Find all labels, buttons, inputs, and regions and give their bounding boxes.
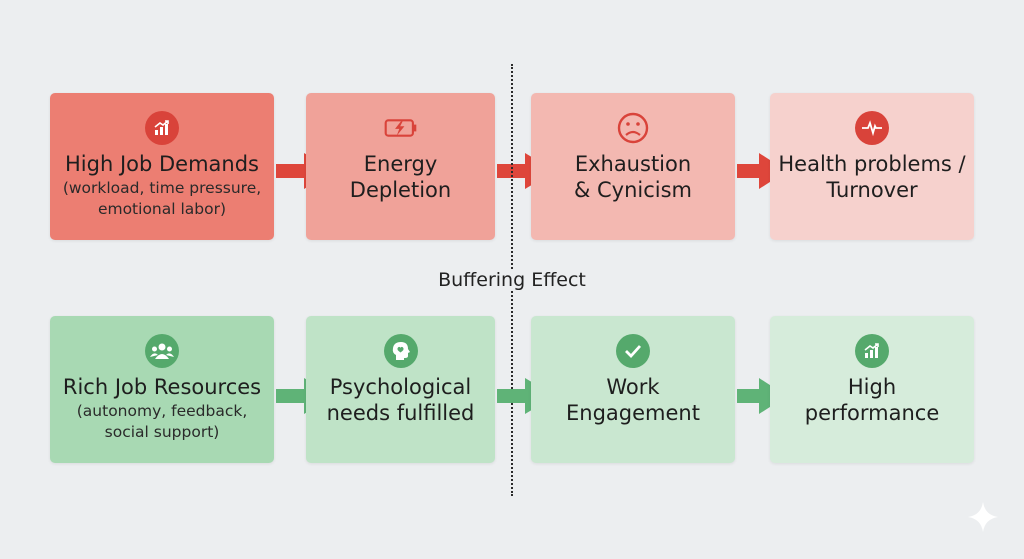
box-title: Health problems / Turnover xyxy=(778,152,966,202)
box-title: High performance xyxy=(804,375,940,425)
box-subtitle: (autonomy, feedback, social support) xyxy=(76,402,248,441)
box-title: Rich Job Resources xyxy=(62,375,262,399)
box-title: High Job Demands xyxy=(65,152,259,176)
box-title: Psychological needs fulfilled xyxy=(326,375,475,425)
box-title: Energy Depletion xyxy=(349,152,452,202)
exhaustion-cynicism-box: Exhaustion & Cynicism xyxy=(531,93,735,240)
head-heart-icon xyxy=(383,334,418,368)
sad-face-icon xyxy=(616,111,650,145)
work-engagement-box: Work Engagement xyxy=(531,316,735,463)
box-subtitle: (workload, time pressure, emotional labo… xyxy=(62,179,262,218)
rich-job-resources-box: Rich Job Resources (autonomy, feedback, … xyxy=(50,316,274,463)
energy-depletion-box: Energy Depletion xyxy=(306,93,495,240)
box-title: Exhaustion & Cynicism xyxy=(573,152,693,202)
battery-lightning-icon xyxy=(384,111,418,145)
box-title: Work Engagement xyxy=(566,375,700,425)
heartbeat-icon xyxy=(855,111,889,145)
chart-up-icon xyxy=(145,111,179,145)
health-turnover-box: Health problems / Turnover xyxy=(770,93,974,240)
high-job-demands-box: High Job Demands (workload, time pressur… xyxy=(50,93,274,240)
buffer-divider xyxy=(511,64,513,496)
group-icon xyxy=(145,334,179,368)
checkmark-icon xyxy=(616,334,650,368)
psychological-needs-box: Psychological needs fulfilled xyxy=(306,316,495,463)
growth-chart-icon xyxy=(855,334,889,368)
high-performance-box: High performance xyxy=(770,316,974,463)
sparkle-icon xyxy=(968,502,998,532)
